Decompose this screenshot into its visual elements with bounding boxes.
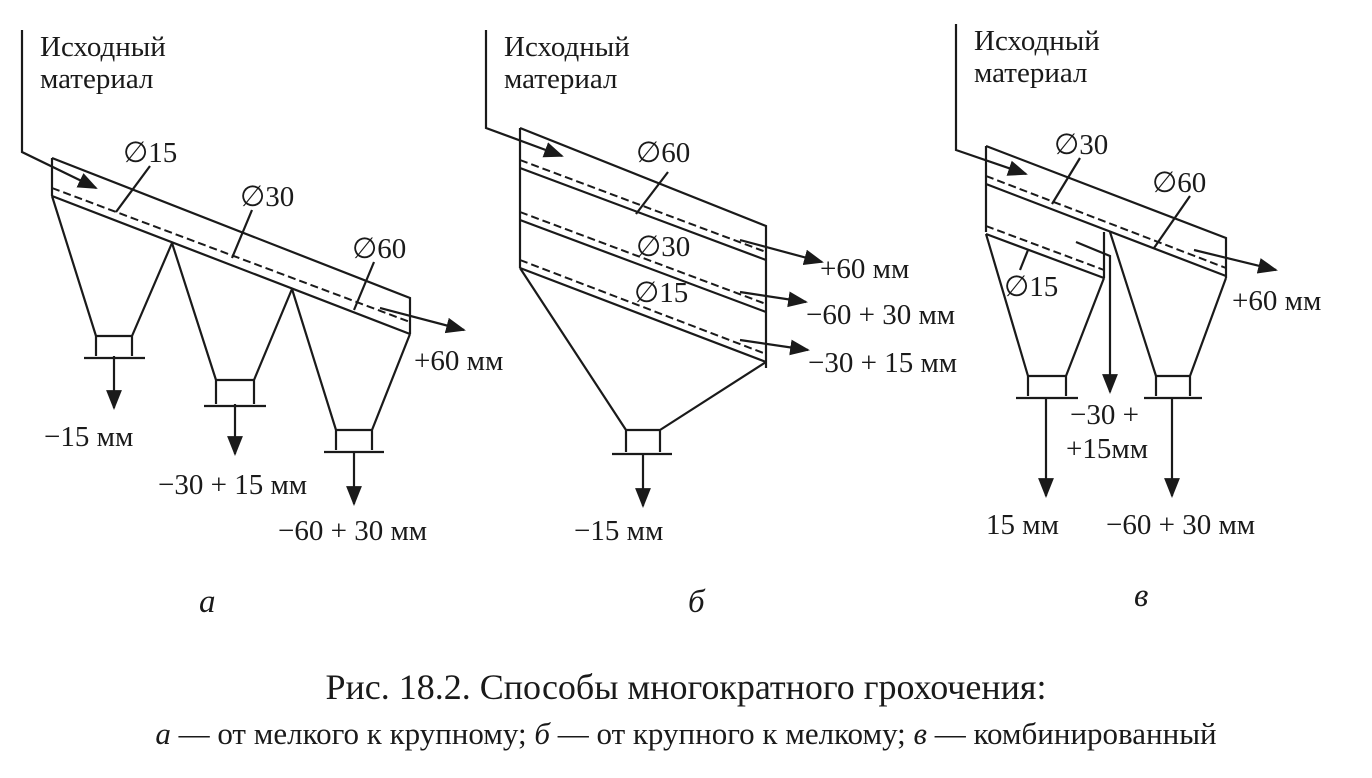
sieve-bottom xyxy=(51,194,411,336)
upper-deck-top xyxy=(985,144,1228,278)
sieve-leader-60 xyxy=(352,261,376,311)
subfigure-letter: а xyxy=(199,584,216,620)
diagram-c: Исходный материал ∅30 ∅60 ∅15 +60 мм −30… xyxy=(954,24,1321,614)
hopper-right xyxy=(1108,231,1228,400)
caption-text-b: — от крупного к мелкому; xyxy=(549,716,914,751)
diagram-a: Исходный материал ∅15 ∅30 ∅60 −15 мм −30… xyxy=(20,30,503,620)
figure-caption-title: Рис. 18.2. Способы многократного грохоче… xyxy=(325,667,1047,707)
sieve-leader-60 xyxy=(1153,195,1191,249)
feed-label-line1: Исходный xyxy=(504,31,630,63)
sieve-label-30: ∅30 xyxy=(636,231,690,263)
caption-letter-b: б xyxy=(534,716,550,751)
sieve-bottom-60 xyxy=(519,166,767,262)
oversize-arrow xyxy=(379,306,466,334)
hopper xyxy=(519,267,767,456)
sieve-label-15: ∅15 xyxy=(634,277,688,309)
feed-label-line1: Исходный xyxy=(40,31,166,63)
outlet-arrow-15 xyxy=(739,338,810,356)
caption-letter-c: в xyxy=(913,716,927,751)
sieve-label-30: ∅30 xyxy=(1054,129,1108,161)
sieve-label-60: ∅60 xyxy=(1152,167,1206,199)
sieve-mesh-15 xyxy=(519,259,767,355)
product-label: −60 + 30 мм xyxy=(278,515,427,547)
sieve-leader-15 xyxy=(115,165,151,213)
sieve-mesh-30 xyxy=(519,211,767,305)
hopper-2 xyxy=(170,242,294,408)
subfigure-letter: в xyxy=(1134,578,1148,614)
hopper-1 xyxy=(50,195,174,360)
sieve-mesh-60 xyxy=(519,159,767,253)
hopper-left xyxy=(984,233,1106,400)
product-label: +60 мм xyxy=(820,253,909,285)
diagram-b: Исходный материал ∅60 ∅30 ∅15 +60 мм −60… xyxy=(484,30,957,620)
upper-sieve-mesh xyxy=(985,175,1227,269)
outlet-arrow-30 xyxy=(739,290,808,308)
feed-label-line2: материал xyxy=(504,63,617,95)
feed-label-line1: Исходный xyxy=(974,25,1100,57)
sieve-label-60: ∅60 xyxy=(352,233,406,265)
caption-text-a: — от мелкого к крупному; xyxy=(170,716,535,751)
caption-text-c: — комбинированный xyxy=(927,716,1217,751)
feed-label-line2: материал xyxy=(974,57,1087,89)
product-label: +60 мм xyxy=(414,345,503,377)
screening-diagrams: Исходный материал ∅15 ∅30 ∅60 −15 мм −30… xyxy=(20,24,1321,620)
sieve-leader-60 xyxy=(635,171,669,215)
sieve-bottom-30 xyxy=(519,218,767,314)
product-label: −30 + 15 мм xyxy=(808,347,957,379)
sieve-label-15: ∅15 xyxy=(1004,271,1058,303)
subfigure-letter: б xyxy=(688,584,706,620)
figure-caption-legend: а — от мелкого к крупному; б — от крупно… xyxy=(0,716,1372,752)
lower-sieve-bottom xyxy=(985,232,1105,280)
product-label: −15 мм xyxy=(574,515,663,547)
caption-letter-a: а xyxy=(155,716,171,751)
product-label: −15 мм xyxy=(44,421,133,453)
product-label: +60 мм xyxy=(1232,285,1321,317)
sieve-leader-15 xyxy=(1018,249,1030,271)
lower-sieve-mesh xyxy=(985,225,1105,271)
feed-arrow xyxy=(954,24,1028,176)
screen-deck-top xyxy=(51,156,412,334)
sieve-mesh xyxy=(51,187,411,323)
product-label: −30 + xyxy=(1070,399,1139,431)
product-arrow-30-15 xyxy=(1075,240,1118,394)
oversize-arrow xyxy=(1193,248,1278,274)
sieve-label-15: ∅15 xyxy=(123,137,177,169)
hopper-3 xyxy=(290,288,412,454)
sieve-label-30: ∅30 xyxy=(240,181,294,213)
upper-sieve-bottom xyxy=(985,182,1227,278)
sieve-label-60: ∅60 xyxy=(636,137,690,169)
product-label: 15 мм xyxy=(986,509,1059,541)
outlet-arrow-60 xyxy=(739,238,824,266)
feed-arrow xyxy=(484,30,564,158)
product-label: −60 + 30 мм xyxy=(1106,509,1255,541)
product-label: +15мм xyxy=(1066,433,1148,465)
sieve-leader-30 xyxy=(1051,157,1081,205)
product-label: −60 + 30 мм xyxy=(806,299,955,331)
feed-arrow xyxy=(20,30,98,189)
feed-label-line2: материал xyxy=(40,63,153,95)
screen-box-top xyxy=(519,126,768,368)
sieve-bottom-15 xyxy=(519,266,767,364)
product-label: −30 + 15 мм xyxy=(158,469,307,501)
sieve-leader-30 xyxy=(230,209,254,259)
